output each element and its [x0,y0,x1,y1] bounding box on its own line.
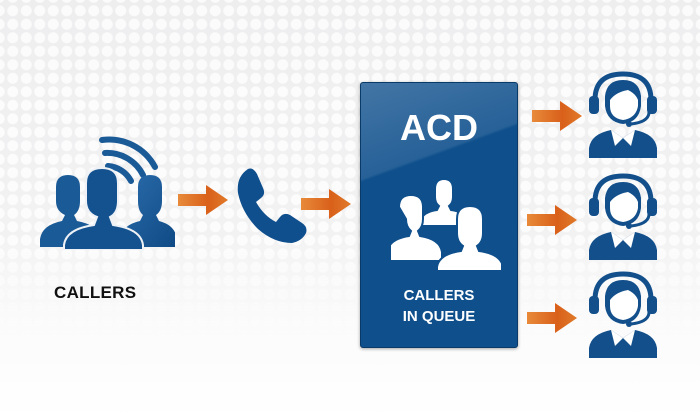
arrow-right-icon [527,205,577,235]
acd-subtitle-line1: CALLERS [403,287,475,304]
headset-agent-icon [583,266,663,360]
dotted-background [0,0,700,345]
headset-agent-icon [583,168,663,262]
arrow-right-icon [527,303,577,333]
headset-agent-icon [583,66,663,160]
arrow-right-icon [301,189,351,219]
callers-group-icon [40,125,175,250]
arrow-right-icon [178,185,228,215]
queue-people-icon [391,175,501,270]
callers-label: CALLERS [54,283,137,302]
acd-subtitle-line2: IN QUEUE [402,308,476,325]
phone-handset-icon [236,165,316,245]
arrow-right-icon [532,101,582,131]
acd-queue-card: ACD CALLERS IN QUEUE [360,82,518,348]
acd-title: ACD [400,107,478,148]
acd-subtitle: CALLERS IN QUEUE [361,285,517,327]
